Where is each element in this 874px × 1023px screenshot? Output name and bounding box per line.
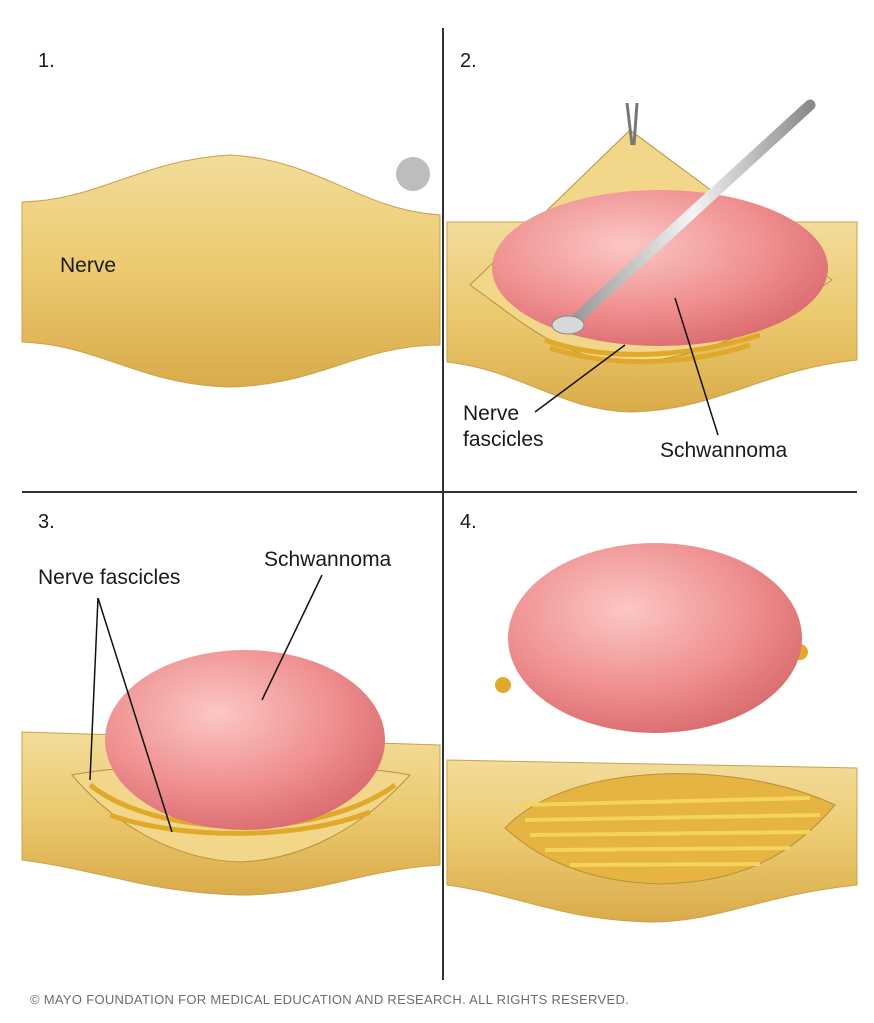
schwannoma-tumor	[105, 650, 385, 830]
nerve-fascicles-label-line1: Nerve	[463, 402, 519, 425]
nerve-stump	[495, 677, 511, 693]
gray-dot-marker	[396, 157, 430, 191]
schwannoma-label: Schwannoma	[264, 548, 392, 571]
leader-line	[97, 597, 173, 833]
schwannoma-label: Schwannoma	[660, 439, 788, 462]
forceps	[625, 102, 639, 146]
panel-3: 3. Nerve fascicles Schwannoma	[21, 511, 441, 896]
fascicles	[519, 796, 821, 867]
panel-4: 4.	[446, 511, 858, 923]
panel-number: 1.	[38, 50, 55, 72]
leader-line	[674, 297, 719, 436]
nerve-fascicles-label-line2: fascicles	[463, 428, 544, 451]
leader-line	[89, 597, 99, 781]
fascicles	[544, 332, 761, 365]
panel-1: 1. Nerve	[21, 50, 441, 388]
surgical-instrument	[569, 99, 816, 326]
panel-number: 3.	[38, 511, 55, 533]
leader-line	[261, 574, 323, 701]
schwannoma-tumor	[492, 190, 828, 346]
panel-number: 4.	[460, 511, 477, 533]
instrument-tip	[551, 315, 585, 335]
removed-schwannoma	[508, 543, 802, 733]
nerve-bulge	[21, 154, 441, 388]
panel-2: 2. Nerve fascicles Schwannoma	[446, 50, 858, 462]
leader-line	[534, 344, 626, 413]
nerve-fascicles-label: Nerve fascicles	[38, 566, 180, 589]
nerve-label: Nerve	[60, 254, 116, 277]
panel-number: 2.	[460, 50, 477, 72]
copyright-footer: © MAYO FOUNDATION FOR MEDICAL EDUCATION …	[30, 992, 630, 1007]
